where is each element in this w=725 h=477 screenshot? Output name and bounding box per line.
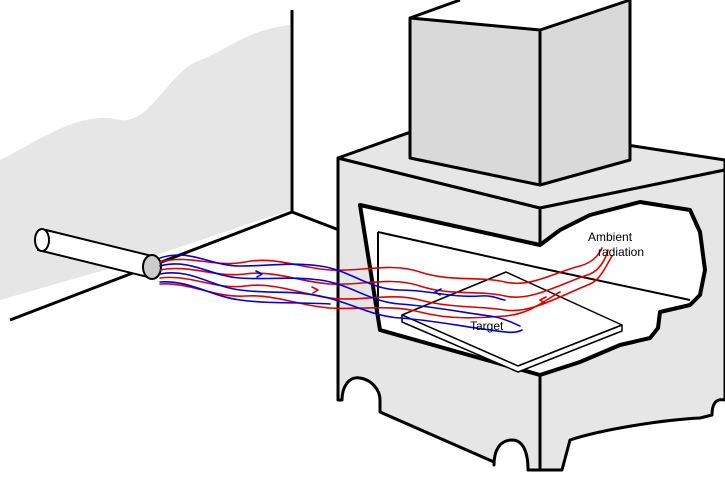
- emitted-ray-4: [159, 283, 561, 319]
- chimney-side: [538, 0, 632, 187]
- chimney-top-edge: [409, 0, 461, 20]
- ray-arrowhead-2: [311, 286, 319, 294]
- emitted-ray-2: [159, 249, 609, 298]
- radiation-paths: [159, 247, 613, 334]
- emitted-ray-3: [159, 255, 613, 312]
- reflected-ray-4: [159, 281, 331, 305]
- interior-floor-edge: [539, 267, 691, 301]
- target-plate-edge: [401, 314, 623, 373]
- target-label: Target: [470, 319, 504, 333]
- reflected-ray-1: [159, 254, 506, 301]
- probe-lens: [142, 254, 162, 280]
- wall-shade: [0, 25, 290, 300]
- probe-back-cap: [34, 228, 50, 252]
- ambient-radiation-label-line2: radiation: [598, 245, 644, 259]
- ambient-radiation-label-line1: Ambient: [588, 230, 633, 244]
- chimney-front: [408, 16, 542, 187]
- ray-arrowhead-1: [255, 270, 263, 278]
- ray-arrowhead-4: [539, 296, 547, 304]
- reflected-ray-3: [159, 272, 523, 334]
- emitted-ray-1: [159, 247, 603, 285]
- reflected-ray-2: [159, 263, 521, 327]
- interior-back-edge: [377, 231, 541, 269]
- ray-arrowhead-3: [434, 288, 442, 296]
